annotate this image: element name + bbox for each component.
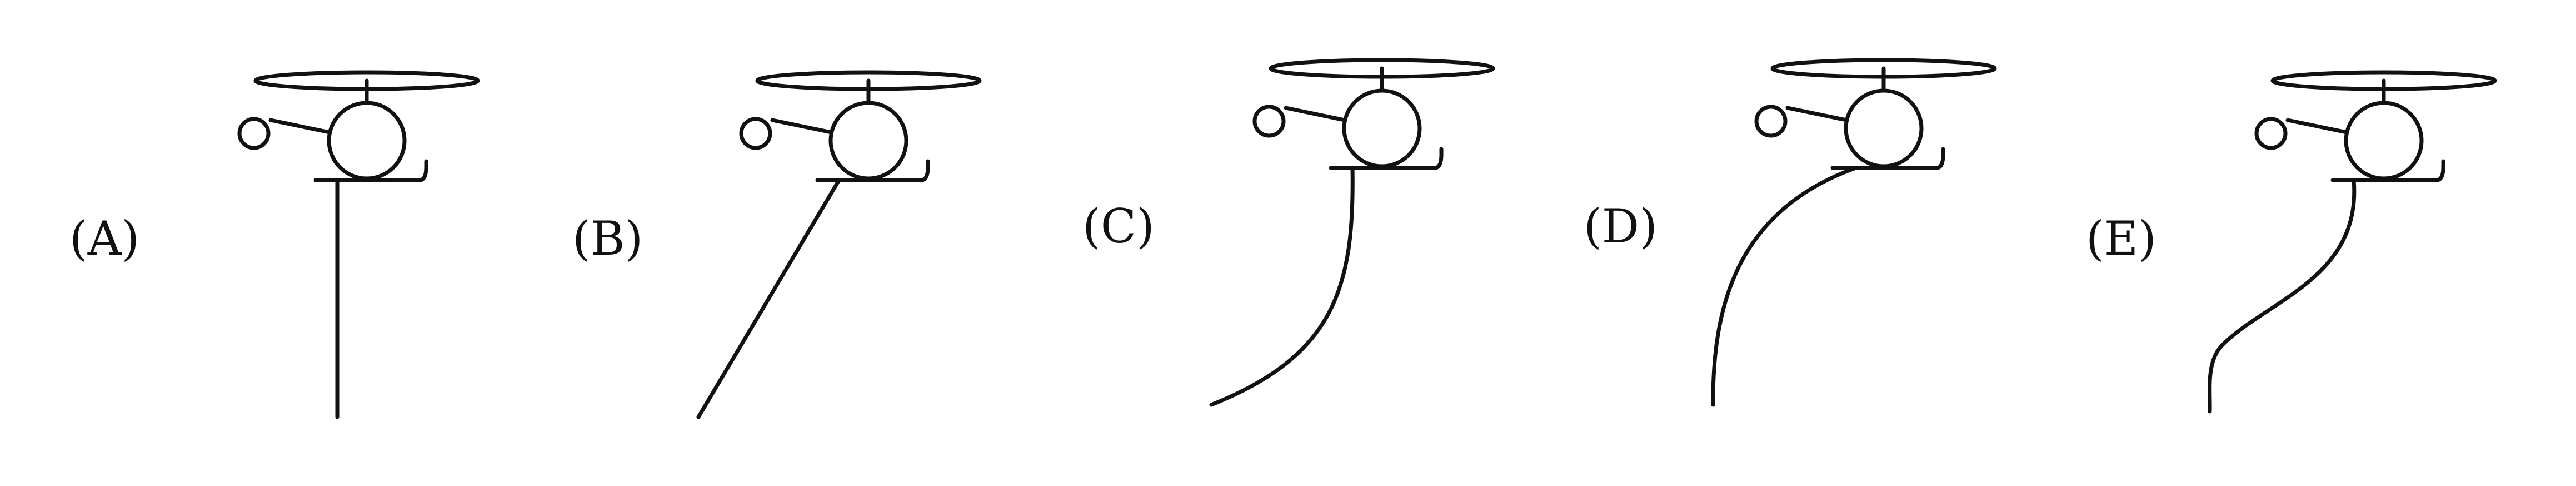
rope-d	[1711, 166, 1858, 407]
helicopter-icon	[1252, 58, 1495, 170]
option-c: (C)	[1082, 58, 1495, 407]
helicopter-icon	[739, 70, 982, 182]
option-a-label: (A)	[69, 211, 139, 266]
option-e-label: (E)	[2086, 211, 2156, 266]
rope-e	[2208, 178, 2357, 414]
rope-b	[696, 178, 841, 419]
option-a: (A)	[69, 70, 480, 419]
helicopter-icon	[1754, 58, 1997, 170]
option-b-label: (B)	[572, 211, 643, 266]
option-b: (B)	[572, 70, 982, 419]
helicopter-icon	[237, 70, 480, 182]
option-e: (E)	[2086, 70, 2497, 414]
option-c-label: (C)	[1082, 199, 1155, 254]
option-d: (D)	[1584, 58, 1997, 407]
rope-c	[1209, 166, 1355, 407]
option-d-label: (D)	[1584, 199, 1658, 254]
helicopter-icon	[2254, 70, 2497, 182]
